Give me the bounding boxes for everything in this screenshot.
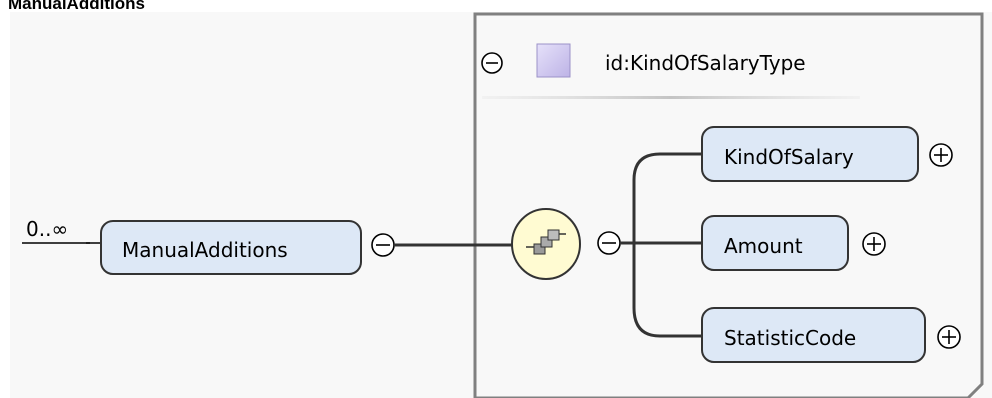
element-kind-of-salary-label: KindOfSalary xyxy=(724,145,854,169)
type-header-separator xyxy=(482,96,860,99)
type-box xyxy=(473,12,984,398)
sequence-compositor[interactable] xyxy=(511,208,581,280)
cardinality-label: 0..∞ xyxy=(26,217,68,241)
element-manual-additions[interactable]: ManualAdditions xyxy=(100,220,362,275)
element-manual-additions-label: ManualAdditions xyxy=(122,238,288,262)
type-name: id:KindOfSalaryType xyxy=(605,51,806,75)
kind-of-salary-expand-button[interactable] xyxy=(929,143,953,167)
page-title: ManualAdditions xyxy=(8,0,145,13)
element-statistic-code[interactable]: StatisticCode xyxy=(701,307,926,363)
sequence-compositor-icon xyxy=(526,229,566,255)
amount-expand-button[interactable] xyxy=(862,232,886,256)
element-statistic-code-label: StatisticCode xyxy=(724,326,856,350)
sequence-collapse-button[interactable] xyxy=(597,231,621,255)
root-collapse-button[interactable] xyxy=(371,233,395,257)
type-collapse-button[interactable] xyxy=(481,52,503,74)
sequence-branch-connectors xyxy=(620,152,702,338)
element-amount[interactable]: Amount xyxy=(701,215,849,271)
element-amount-label: Amount xyxy=(724,234,803,258)
statistic-code-expand-button[interactable] xyxy=(937,325,961,349)
element-kind-of-salary[interactable]: KindOfSalary xyxy=(701,126,919,182)
complex-type-icon xyxy=(536,43,571,78)
